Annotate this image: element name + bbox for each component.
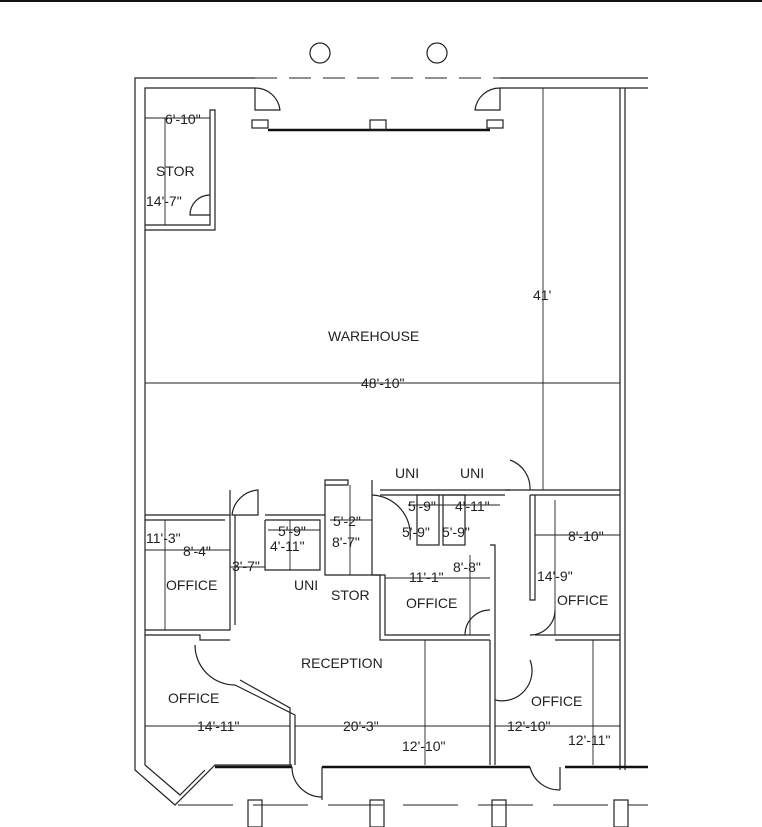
exterior-walls [134, 77, 648, 827]
room-label-office: OFFICE [531, 693, 582, 709]
dim-label: 5'-9" [278, 523, 306, 539]
room-label-uni: UNI [460, 465, 484, 481]
dim-label: 4'-11" [455, 498, 490, 514]
dim-label: 48'-10" [361, 375, 404, 391]
interior-walls [145, 459, 620, 798]
dim-label: 5'-9" [408, 498, 436, 514]
dim-label: 14'-11" [197, 718, 239, 734]
dim-label: 14'-7" [146, 193, 182, 209]
dim-label: 8'-4" [183, 543, 211, 559]
room-label-warehouse: WAREHOUSE [328, 328, 419, 344]
dim-label: 12'-10" [402, 738, 445, 754]
dim-label: 3'-7" [232, 558, 260, 574]
dim-label: 12'-11" [568, 732, 610, 748]
dim-label: 8'-7" [332, 534, 360, 550]
room-label-office: OFFICE [168, 690, 219, 706]
column-icon [309, 42, 331, 64]
room-label-office: OFFICE [557, 592, 608, 608]
dim-label: 5'-2" [333, 513, 361, 529]
room-label-stor: STOR [156, 163, 195, 179]
room-label-uni: UNI [294, 577, 318, 593]
dim-label: 8'-10" [568, 528, 604, 544]
dim-label: 5'-9" [442, 524, 470, 540]
room-label-reception: RECEPTION [301, 655, 383, 671]
dim-label: 41' [533, 287, 551, 303]
dim-label: 4'-11" [270, 538, 305, 554]
room-label-office: OFFICE [406, 595, 457, 611]
room-label-uni: UNI [395, 465, 419, 481]
overhead-door [251, 87, 504, 132]
room-label-office: OFFICE [166, 577, 217, 593]
dim-label: 20'-3" [343, 718, 379, 734]
room-label-stor: STOR [331, 587, 370, 603]
dim-label: 6'-10" [165, 111, 201, 127]
dimension-lines [145, 485, 620, 765]
dim-label: 11'-1" [409, 569, 444, 585]
dimension-labels: 6'-10" 14'-7" 41' 48'-10" 11'-3" 8'-4" 3… [146, 111, 610, 754]
dim-label: 11'-3" [146, 530, 181, 546]
dim-label: 12'-10" [507, 718, 550, 734]
column-icon [426, 42, 448, 64]
dim-label: 14'-9" [537, 568, 573, 584]
dim-label: 5'-9" [402, 524, 430, 540]
dim-label: 8'-8" [453, 559, 481, 575]
stor-room-walls [145, 109, 216, 231]
